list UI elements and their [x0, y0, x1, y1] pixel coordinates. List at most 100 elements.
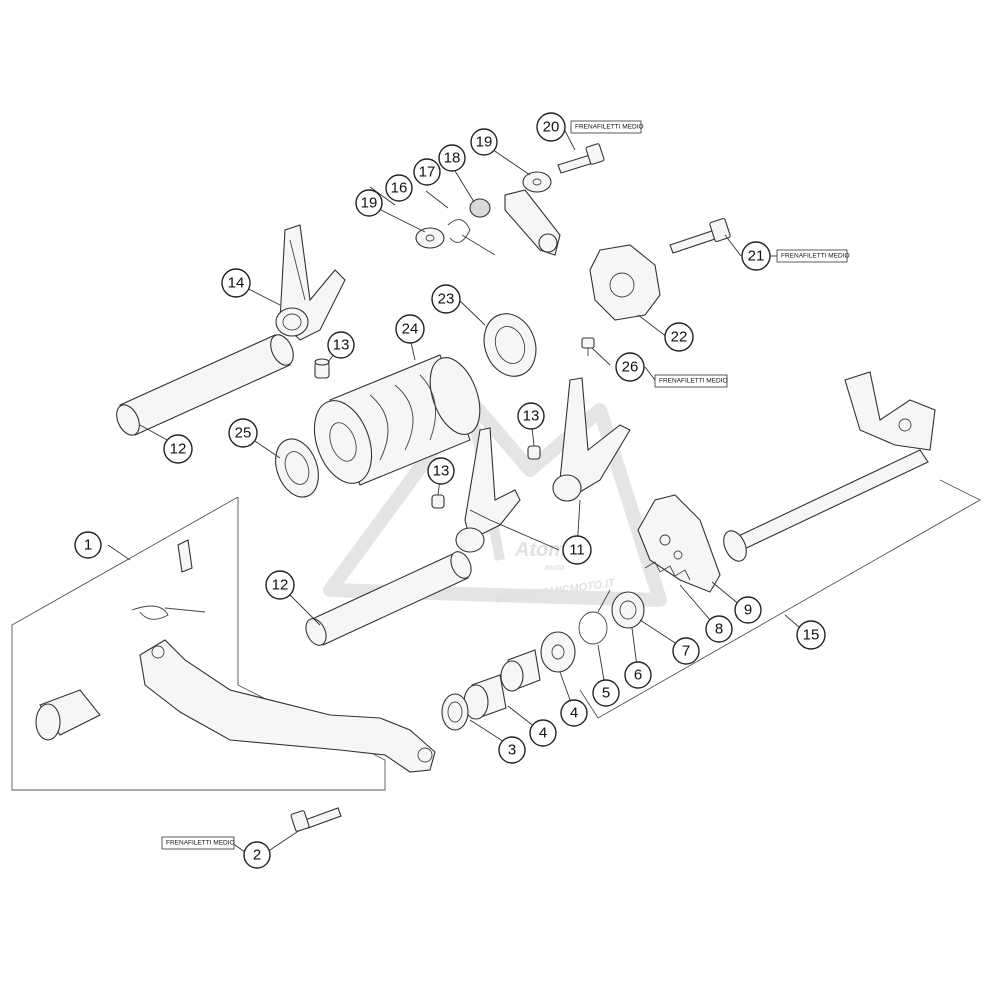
svg-text:19: 19 [361, 195, 378, 212]
watermark-sub: moto [545, 563, 565, 572]
shift-fork-11-a [455, 427, 521, 553]
bolt-2 [290, 807, 342, 832]
callout-6: 6 [624, 661, 652, 689]
callout-17: 17 [413, 158, 441, 186]
svg-text:21: 21 [748, 248, 765, 265]
svg-text:11: 11 [569, 542, 585, 559]
cam-plate-22 [589, 244, 661, 321]
svg-text:12: 12 [272, 577, 289, 594]
washer-19-b [415, 227, 445, 249]
bolt-20 [557, 143, 605, 174]
callout-9: 9 [734, 596, 762, 624]
svg-text:23: 23 [438, 291, 455, 308]
shift-fork-14 [275, 224, 346, 341]
return-spring-6 [578, 611, 608, 645]
svg-text:25: 25 [235, 425, 252, 442]
roller-13-c [431, 494, 445, 509]
callout-24: 24 [395, 314, 425, 344]
callout-16: 16 [385, 174, 413, 202]
shift-shaft-15 [723, 371, 936, 562]
svg-text:14: 14 [228, 275, 245, 292]
leader-lines [107, 126, 807, 853]
note-frenafiletti-26: FRENAFILETTI MEDIO [654, 374, 728, 388]
callout-3: 3 [498, 736, 526, 764]
svg-text:22: 22 [671, 329, 688, 346]
lever-18 [504, 189, 561, 256]
spring-16 [447, 219, 496, 256]
bearing-23 [483, 313, 537, 377]
spring-8 [644, 561, 691, 581]
washer-19-a [522, 171, 552, 193]
shaft-group-frame [597, 479, 981, 719]
note-frenafiletti-21: FRENAFILETTI MEDIO [776, 249, 850, 263]
bushing-4-a [500, 649, 541, 692]
note-frenafiletti-2: FRENAFILETTI MEDIO [161, 836, 235, 850]
note-frenafiletti-20: FRENAFILETTI MEDIO [570, 120, 644, 134]
callout-26: 26 [615, 352, 645, 382]
svg-text:13: 13 [523, 408, 540, 425]
svg-text:FRENAFILETTI MEDIO: FRENAFILETTI MEDIO [166, 840, 235, 847]
bushing-4-b [463, 674, 507, 720]
bushing-7 [611, 591, 645, 629]
svg-text:3: 3 [508, 742, 516, 759]
callout-23: 23 [431, 284, 461, 314]
shaft-frame-edge [579, 689, 599, 719]
callout-8: 8 [705, 615, 733, 643]
svg-text:12: 12 [170, 441, 187, 458]
callout-19-lower: 19 [355, 189, 383, 217]
callout-13-b: 13 [517, 402, 545, 430]
callout-4b: 4 [560, 699, 588, 727]
svg-text:4: 4 [539, 725, 547, 742]
callout-12-lower: 12 [265, 570, 295, 600]
svg-text:16: 16 [391, 180, 408, 197]
callout-2: 2 [243, 841, 271, 869]
svg-text:5: 5 [602, 685, 610, 702]
screw-26 [581, 337, 595, 356]
svg-text:1: 1 [84, 537, 92, 554]
svg-text:9: 9 [744, 602, 752, 619]
svg-text:13: 13 [333, 337, 350, 354]
svg-text:7: 7 [682, 643, 690, 660]
callout-7: 7 [672, 637, 700, 665]
roller-17 [469, 198, 491, 218]
svg-text:13: 13 [433, 463, 450, 480]
callout-15: 15 [796, 620, 826, 650]
callout-25: 25 [228, 418, 258, 448]
seal-ring-3 [441, 693, 469, 731]
roller-13-a [314, 358, 330, 379]
washer-5 [540, 631, 576, 673]
bolt-21 [669, 217, 731, 254]
shift-fork-11-b [552, 377, 631, 502]
svg-text:4: 4 [570, 705, 578, 722]
svg-text:18: 18 [444, 150, 461, 167]
svg-text:15: 15 [803, 627, 820, 644]
pin-12-lower [305, 551, 472, 646]
callout-5: 5 [592, 679, 620, 707]
callout-13-a: 13 [327, 331, 355, 359]
callout-22: 22 [664, 322, 694, 352]
callout-21: 21 [741, 241, 771, 271]
callout-11: 11 [562, 535, 592, 565]
svg-text:FRENAFILETTI MEDIO: FRENAFILETTI MEDIO [781, 253, 850, 260]
svg-text:2: 2 [253, 847, 261, 864]
svg-text:8: 8 [715, 621, 723, 638]
svg-text:20: 20 [543, 119, 560, 136]
svg-text:FRENAFILETTI MEDIO: FRENAFILETTI MEDIO [659, 378, 728, 385]
roller-13-b [527, 445, 541, 460]
svg-text:FRENAFILETTI MEDIO: FRENAFILETTI MEDIO [575, 124, 644, 131]
callout-4a: 4 [529, 719, 557, 747]
callout-1: 1 [74, 531, 102, 559]
pedal-group-frame [11, 496, 386, 791]
pin-12-upper [116, 334, 294, 436]
svg-text:6: 6 [634, 667, 642, 684]
bearing-25 [275, 438, 319, 498]
callout-14: 14 [221, 268, 251, 298]
callout-20: 20 [536, 112, 566, 142]
callout-13-c: 13 [427, 457, 455, 485]
callout-12-upper: 12 [163, 434, 193, 464]
svg-text:26: 26 [622, 359, 639, 376]
shift-drum-24 [313, 354, 481, 486]
gear-pedal-1 [35, 539, 436, 773]
svg-text:17: 17 [419, 164, 436, 181]
